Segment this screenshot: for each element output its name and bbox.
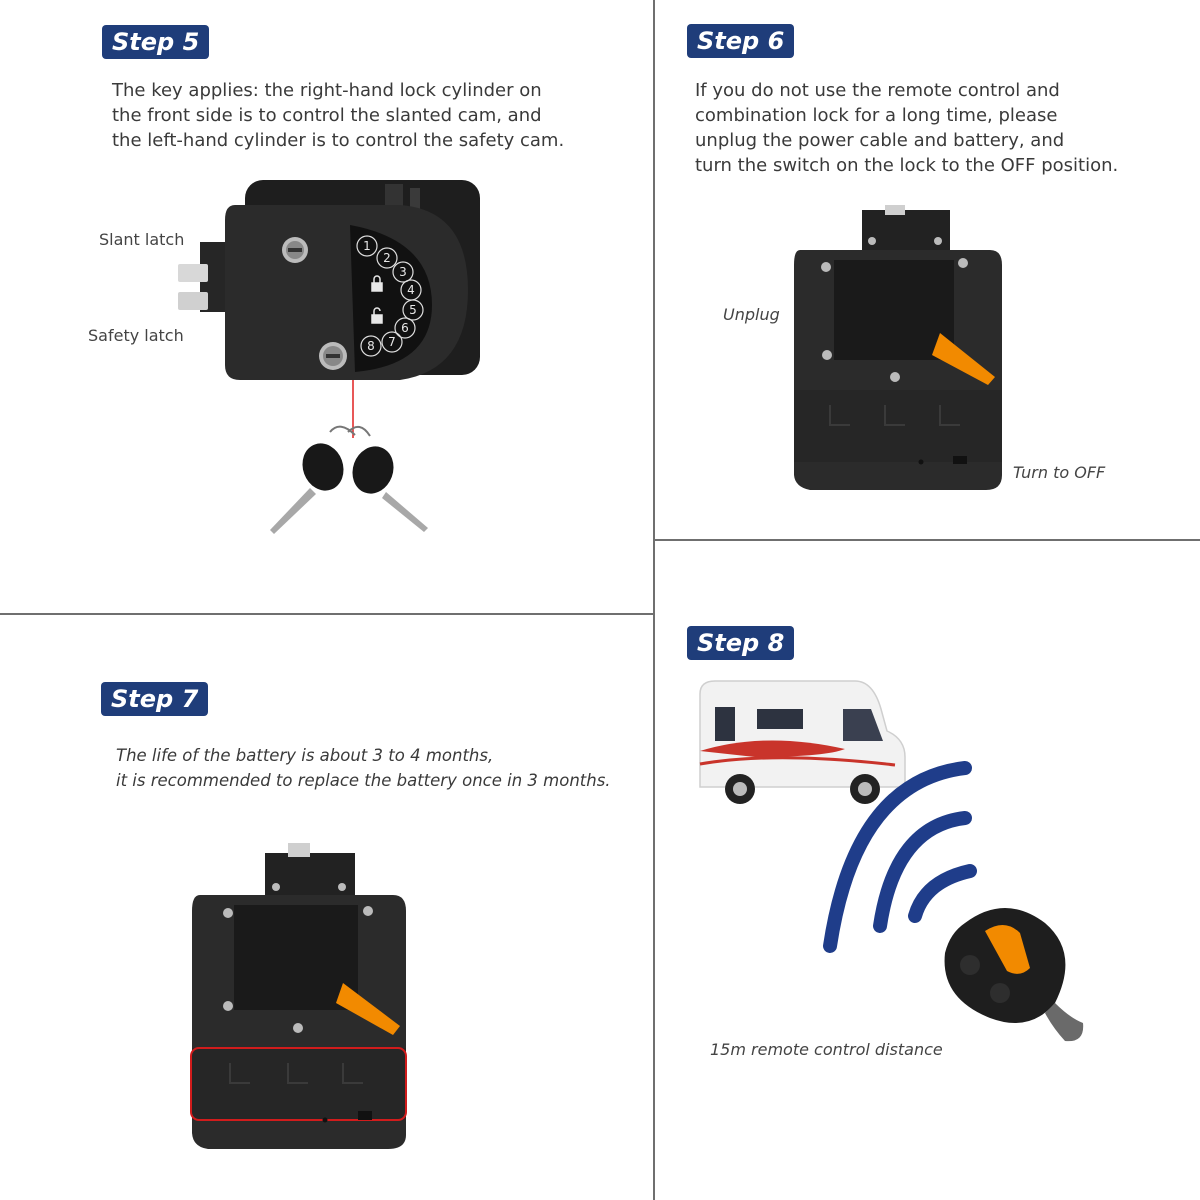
lock-back-image-step6: [794, 205, 1002, 490]
remote-orange-button[interactable]: [985, 924, 1030, 974]
left-horizontal-divider: [0, 613, 654, 615]
keys-image: [270, 425, 428, 534]
step7-line-2: it is recommended to replace the battery…: [116, 771, 611, 790]
step5-line-1: The key applies: the right-hand lock cyl…: [112, 80, 542, 101]
keypad-digit[interactable]: 3: [399, 265, 407, 279]
step6-line-1: If you do not use the remote control and: [695, 80, 1060, 101]
keypad-digit[interactable]: 5: [409, 303, 417, 317]
rv-door-lock-image: 1 2 3 4 5 6 7 8: [178, 180, 480, 534]
power-switch[interactable]: [932, 333, 995, 385]
vertical-divider: [653, 0, 655, 1200]
step6-line-4: turn the switch on the lock to the OFF p…: [695, 155, 1119, 176]
keypad-digit[interactable]: 1: [363, 239, 371, 253]
step6-panel: Step 6 If you do not use the remote cont…: [655, 0, 1200, 539]
step8-badge: Step 8: [687, 626, 795, 660]
step7-description: The life of the battery is about 3 to 4 …: [116, 743, 611, 793]
remote-unlock-button[interactable]: [990, 983, 1010, 1003]
step6-description: If you do not use the remote control and…: [695, 78, 1118, 178]
step5-panel: Step 5 The key applies: the right-hand l…: [0, 0, 653, 613]
keypad-digit[interactable]: 8: [367, 339, 375, 353]
lock-icon: [371, 275, 383, 324]
step8-panel: Step 8 15m remote control distance: [655, 541, 1200, 1200]
keypad-digit[interactable]: 7: [388, 335, 396, 349]
step5-line-2: the front side is to control the slanted…: [112, 105, 542, 126]
remote-control-image: [944, 908, 1084, 1042]
battery-compartment-highlight: [190, 1047, 407, 1121]
step7-badge: Step 7: [101, 682, 209, 716]
motorhome-image: [699, 680, 906, 804]
step5-description: The key applies: the right-hand lock cyl…: [112, 78, 564, 153]
step6-line-2: combination lock for a long time, please: [695, 105, 1058, 126]
step5-badge: Step 5: [102, 25, 210, 59]
step6-line-3: unplug the power cable and battery, and: [695, 130, 1065, 151]
keypad-digit[interactable]: 2: [383, 251, 391, 265]
step7-panel: Step 7 The life of the battery is about …: [0, 615, 653, 1200]
keypad: 1 2 3 4 5 6 7 8: [356, 235, 424, 357]
remote-distance-caption: 15m remote control distance: [710, 1040, 943, 1059]
keypad-digit[interactable]: 4: [407, 283, 415, 297]
unplug-label: Unplug: [723, 305, 780, 324]
power-switch[interactable]: [336, 983, 400, 1035]
keypad-digit[interactable]: 6: [401, 321, 409, 335]
step5-line-3: the left-hand cylinder is to control the…: [112, 130, 565, 151]
step6-badge: Step 6: [687, 24, 795, 58]
safety-latch-label: Safety latch: [88, 326, 184, 345]
turn-off-label: Turn to OFF: [1013, 463, 1106, 482]
lock-back-image-step7: [190, 843, 407, 1149]
step7-line-1: The life of the battery is about 3 to 4 …: [116, 746, 494, 765]
remote-lock-button[interactable]: [960, 955, 980, 975]
slant-latch-label: Slant latch: [99, 230, 185, 249]
right-horizontal-divider: [654, 539, 1200, 541]
remote-signal-arcs: [823, 761, 977, 953]
